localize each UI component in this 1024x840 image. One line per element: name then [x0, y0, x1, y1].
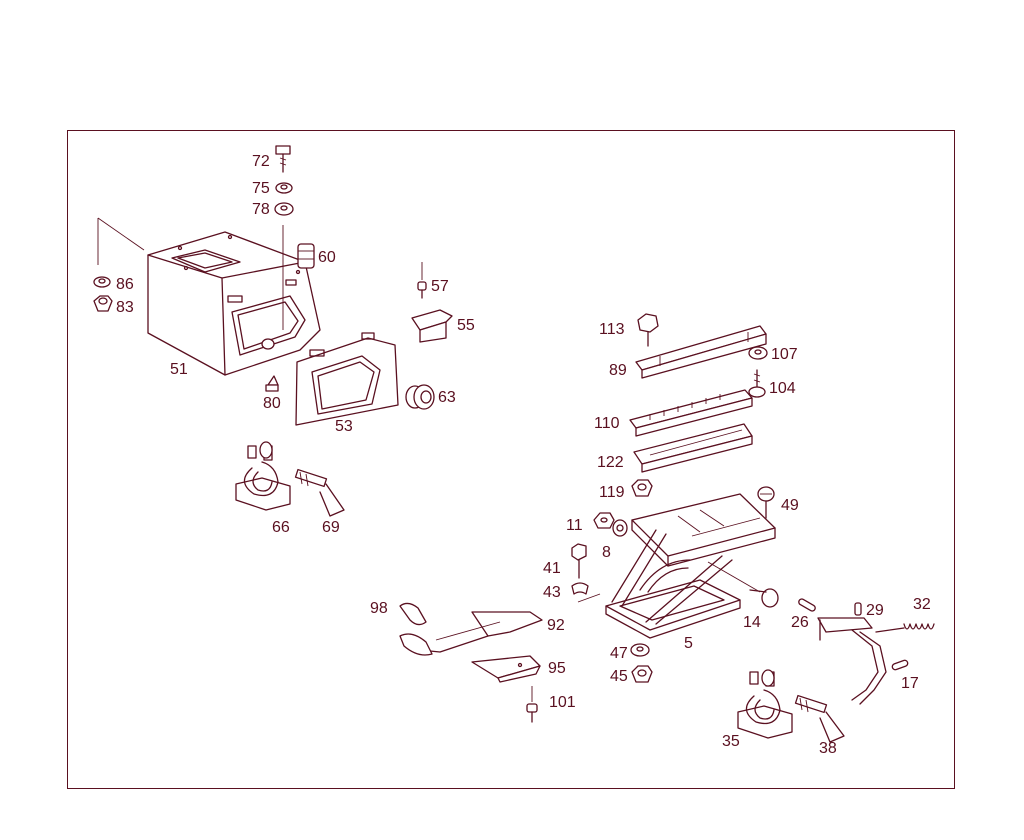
- part-75-washer: [275, 182, 293, 194]
- label-80: 80: [263, 395, 281, 412]
- part-104-bolt: [748, 369, 766, 398]
- label-83: 83: [116, 299, 134, 316]
- label-78: 78: [252, 201, 270, 218]
- part-80-plug: [265, 375, 279, 392]
- label-110: 110: [594, 415, 620, 432]
- label-98: 98: [370, 600, 388, 617]
- part-14-pin: [707, 561, 779, 608]
- part-78-washer: [274, 202, 294, 216]
- part-8-washer: [612, 519, 628, 537]
- label-49: 49: [781, 497, 799, 514]
- part-69-pin: [294, 468, 345, 517]
- part-119-nut: [631, 479, 653, 497]
- part-51-housing: [147, 231, 321, 376]
- part-49-screw: [757, 486, 775, 519]
- part-86-washer: [93, 276, 111, 288]
- part-38-pin: [794, 694, 845, 743]
- label-32: 32: [913, 596, 931, 613]
- label-53: 53: [335, 418, 353, 435]
- part-41-bolt: [571, 543, 587, 579]
- part-29-pin: [854, 602, 862, 616]
- label-104: 104: [769, 380, 796, 397]
- label-57: 57: [431, 278, 449, 295]
- part-5-frame: [577, 493, 776, 639]
- part-107-washer: [748, 346, 768, 360]
- part-110-rail: [629, 389, 753, 437]
- label-113: 113: [599, 321, 625, 338]
- part-98-pad: [399, 602, 427, 626]
- label-26: 26: [791, 614, 809, 631]
- part-35-clamp: [737, 669, 793, 739]
- label-5: 5: [684, 635, 693, 652]
- label-66: 66: [272, 519, 290, 536]
- label-60: 60: [318, 249, 336, 266]
- part-101-screw: [526, 686, 538, 723]
- label-11: 11: [566, 517, 583, 534]
- part-83-nut: [93, 295, 113, 312]
- label-47: 47: [610, 645, 628, 662]
- part-72-bolt: [275, 145, 291, 173]
- label-72: 72: [252, 153, 270, 170]
- part-11-nut: [593, 512, 615, 529]
- part-53-cover: [295, 332, 399, 426]
- part-32-spring: [875, 623, 935, 633]
- part-43-clip: [571, 582, 589, 595]
- part-92-lever: [399, 611, 543, 656]
- label-86: 86: [116, 276, 134, 293]
- label-45: 45: [610, 668, 628, 685]
- part-63-grommet: [405, 384, 435, 410]
- label-35: 35: [722, 733, 740, 750]
- label-51: 51: [170, 361, 188, 378]
- part-113-bolt: [637, 313, 659, 347]
- part-66-clamp: [235, 441, 291, 511]
- part-60-bushing: [297, 243, 315, 269]
- part-shift-linkage: [817, 617, 887, 705]
- label-29: 29: [866, 602, 884, 619]
- label-89: 89: [609, 362, 627, 379]
- part-47-washer: [630, 643, 650, 657]
- leader-line: [97, 217, 145, 251]
- label-55: 55: [457, 317, 475, 334]
- label-107: 107: [771, 346, 798, 363]
- label-119: 119: [599, 484, 625, 501]
- part-95-bracket: [471, 655, 541, 683]
- label-92: 92: [547, 617, 565, 634]
- part-17-pin: [891, 659, 909, 671]
- part-55-bracket: [411, 309, 453, 343]
- label-122: 122: [597, 454, 624, 471]
- part-26-pin: [798, 598, 816, 612]
- label-101: 101: [549, 694, 576, 711]
- label-75: 75: [252, 180, 270, 197]
- part-45-nut: [631, 665, 653, 683]
- label-8: 8: [602, 544, 611, 561]
- label-41: 41: [543, 560, 561, 577]
- label-95: 95: [548, 660, 566, 677]
- label-38: 38: [819, 740, 837, 757]
- part-57-screw: [417, 262, 427, 299]
- label-63: 63: [438, 389, 456, 406]
- label-17: 17: [901, 675, 919, 692]
- label-14: 14: [743, 614, 761, 631]
- label-43: 43: [543, 584, 561, 601]
- part-89-rail: [635, 325, 767, 379]
- part-122-rail: [633, 423, 753, 473]
- diagram-frame: [67, 130, 955, 789]
- label-69: 69: [322, 519, 340, 536]
